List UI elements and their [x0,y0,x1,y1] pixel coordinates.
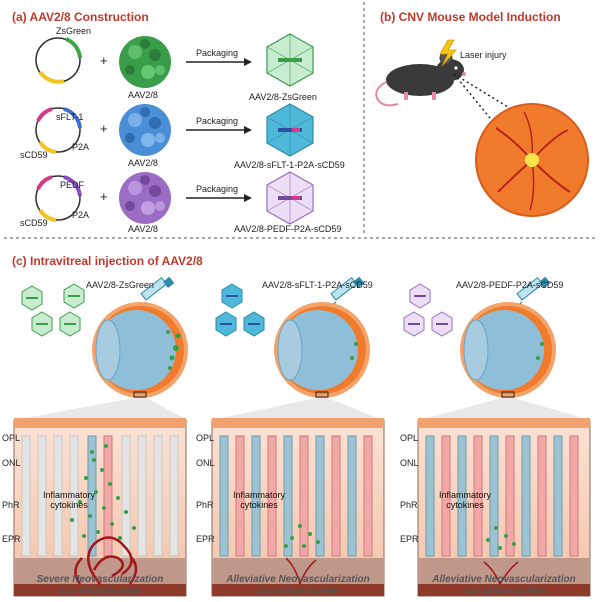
panel-b-graphics [375,39,589,217]
cytokine-label-2: Inflammatory cytokines [224,490,294,510]
layer-onl-3: ONL [400,458,419,468]
caption-3-line2: and Inflammation [462,586,546,597]
virus-label-2: AAV2/8 [128,158,158,168]
plasmid-label-scd59-1: sCD59 [20,150,48,160]
plasmid-label-p2a-2: P2A [72,210,90,220]
packaging-label-3: Packaging [196,184,239,194]
panel-b-title: (b) CNV Mouse Model Induction [380,10,561,24]
laser-injury-label: Laser injury [460,50,507,60]
panel-c-graphics [13,276,591,597]
capsid-sflt1-icon [266,103,314,157]
caption-group-1: Severe Neovascularization and Inflammati… [14,574,186,598]
product-label-3: AAV2/8-PEDF-P2A-sCD59 [234,224,342,234]
packaging-arrow-1 [186,58,252,66]
caption-group-3: Alleviative Neovascularization and Infla… [412,574,596,598]
cytokine-label-3: Inflammatory cytokines [430,490,500,510]
plasmid-zsgreen-icon [35,37,82,84]
product-label-1: AAV2/8-ZsGreen [249,92,317,102]
plasmid-label-sflt1: sFLT-1 [56,112,84,122]
cytokine-label-3-line1: Inflammatory [438,490,491,500]
group-3-graphics [403,276,591,597]
caption-1-line1: Severe Neovascularization [36,574,164,585]
injection-label-3: AAV2/8-PEDF-P2A-sCD59 [456,280,564,290]
layer-epr-2: EPR [196,534,215,544]
caption-1-line2: and Inflammation [58,586,142,597]
virus-green-icon [119,36,171,88]
plasmid-label-p2a-1: P2A [72,142,90,152]
layer-phr-2: PhR [196,500,214,510]
layer-phr-1: PhR [2,500,20,510]
eye-icon-1 [92,302,188,398]
layer-onl-1: ONL [2,458,21,468]
cytokine-label-1-line2: cytokines [50,500,88,510]
plasmid-label-zsgreen: ZsGreen [56,26,92,36]
capsid-zsgreen-icon [266,33,314,87]
plasmid-label-scd59-2: sCD59 [20,218,48,228]
product-label-2: AAV2/8-sFLT-1-P2A-sCD59 [234,160,345,170]
panel-a-title: (a) AAV2/8 Construction [12,10,149,24]
mouse-icon [375,51,466,107]
plus-sign-2: + [100,121,108,136]
cytokine-label-2-line2: cytokines [240,500,278,510]
layer-epr-1: EPR [2,534,21,544]
cytokine-label-2-line1: Inflammatory [232,490,285,500]
virus-label-1: AAV2/8 [128,90,158,100]
caption-group-2: Alleviative Neovascularization and Infla… [206,574,390,598]
caption-2-line1: Alleviative Neovascularization [226,574,370,585]
layer-epr-3: EPR [400,534,419,544]
plus-sign-1: + [100,53,108,68]
layer-onl-2: ONL [196,458,215,468]
packaging-arrow-2 [186,126,252,134]
layer-opl-2: OPL [196,433,215,443]
layer-opl-3: OPL [400,433,419,443]
group-2-graphics [211,276,385,597]
cytokine-label-1: Inflammatory cytokines [34,490,104,510]
laser-lightning-icon [439,39,457,67]
retina-fundus-icon [475,103,589,217]
layer-opl-1: OPL [2,433,21,443]
panel-c-title: (c) Intravitreal injection of AAV2/8 [12,254,203,268]
plasmid-sflt1-icon [35,107,82,154]
injection-label-2: AAV2/8-sFLT-1-P2A-sCD59 [262,280,373,290]
capsid-pedf-icon [266,171,314,225]
cytokine-label-1-line1: Inflammatory [42,490,95,500]
layer-phr-3: PhR [400,500,418,510]
injection-label-1: AAV2/8-ZsGreen [86,280,154,290]
group-1-graphics [13,276,188,597]
eye-icon-3 [460,302,556,398]
plasmid-label-pedf: PEDF [60,180,85,190]
plasmid-pedf-icon [35,175,82,222]
panel-a-graphics [35,33,314,225]
packaging-label-1: Packaging [196,48,239,58]
caption-3-line1: Alleviative Neovascularization [432,574,576,585]
plus-sign-3: + [100,189,108,204]
cytokine-label-3-line2: cytokines [446,500,484,510]
packaging-arrow-3 [186,194,252,202]
caption-2-line2: and Inflammation [256,586,340,597]
virus-label-3: AAV2/8 [128,224,158,234]
packaging-label-2: Packaging [196,116,239,126]
virus-blue-icon [119,104,171,156]
eye-icon-2 [274,302,370,398]
virus-purple-icon [119,172,171,224]
